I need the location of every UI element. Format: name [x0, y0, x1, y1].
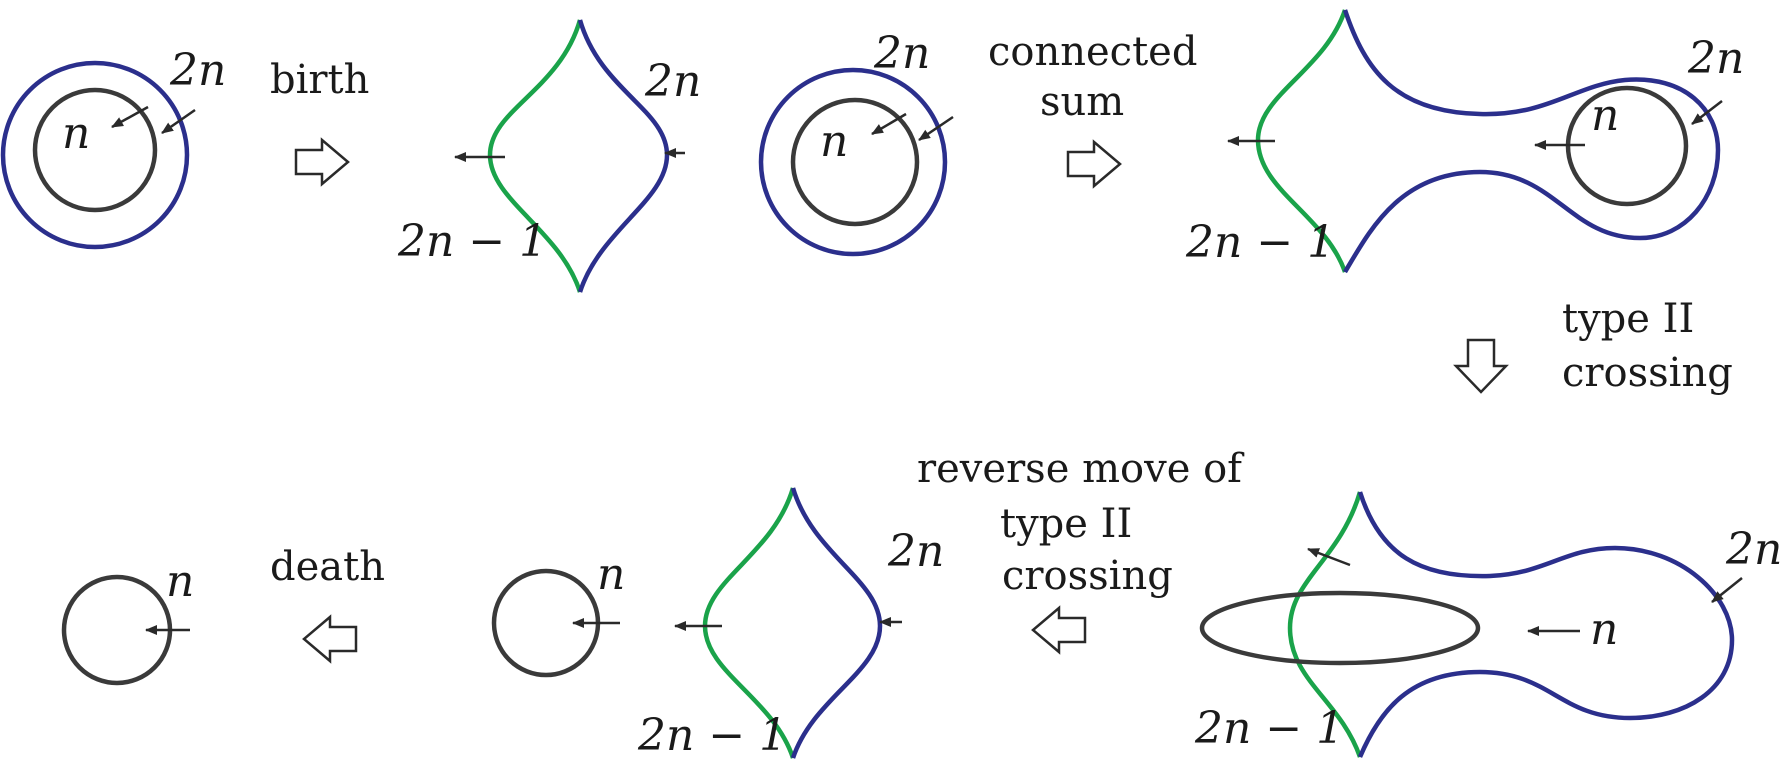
- curve-2n-minus-1: [487, 19, 583, 293]
- step-birth-label: birth: [270, 57, 369, 103]
- hollow-arrow-left-icon: [1031, 605, 1087, 655]
- orientation-arrow-icon: [871, 112, 907, 136]
- panel-final-circle: n: [61, 556, 194, 686]
- flat-ellipse-n: [1199, 590, 1481, 666]
- hollow-arrow-left-icon: [302, 614, 358, 664]
- label-n: n: [166, 556, 194, 607]
- label-2n: 2n: [644, 56, 701, 107]
- label-2n: 2n: [1725, 524, 1782, 575]
- outer-circle-2n: [758, 67, 948, 257]
- step-type-ii-label-1: type II: [1562, 296, 1694, 342]
- orientation-arrow-icon: [1691, 100, 1723, 125]
- inner-circle-n: [790, 97, 920, 227]
- step-death: death: [270, 544, 385, 664]
- label-2n-minus-1: 2n − 1: [1185, 217, 1335, 268]
- step-reverse-label-2: type II: [1000, 501, 1132, 547]
- step-birth: birth: [270, 57, 369, 187]
- step-reverse-type-ii: reverse move of type II crossing: [917, 446, 1245, 655]
- hollow-arrow-right-icon: [294, 137, 350, 187]
- label-2n: 2n: [887, 526, 944, 577]
- inner-circle-n: [32, 87, 158, 213]
- orientation-arrow-icon: [161, 108, 196, 135]
- step-connected-label-1: connected: [988, 29, 1197, 75]
- label-n: n: [1590, 604, 1618, 655]
- step-connected-label-2: sum: [1040, 79, 1124, 125]
- orientation-arrow-icon: [1307, 547, 1351, 567]
- label-n: n: [597, 549, 625, 600]
- label-2n-minus-1: 2n − 1: [637, 710, 787, 761]
- panel-circle-and-lens: n 2n 2n − 1: [491, 487, 944, 761]
- label-2n: 2n: [1687, 33, 1744, 84]
- outer-circle-2n: [0, 60, 190, 250]
- orientation-arrow-icon: [111, 105, 149, 129]
- curve-2n: [1357, 491, 1735, 758]
- panel-after-type-ii: 2n n 2n − 1: [1194, 491, 1782, 758]
- step-connected-sum: connected sum: [988, 29, 1197, 189]
- hollow-arrow-down-icon: [1453, 338, 1509, 394]
- panel-initial-circles: 2n n: [0, 45, 226, 250]
- step-death-label: death: [270, 544, 385, 590]
- hollow-arrow-right-icon: [1066, 139, 1122, 189]
- label-n: n: [62, 108, 90, 159]
- label-n: n: [820, 116, 848, 167]
- step-type-ii-label-2: crossing: [1562, 350, 1733, 396]
- inner-circle-n: [1565, 85, 1689, 207]
- label-n: n: [1591, 90, 1619, 141]
- orientation-arrow-icon: [1711, 577, 1743, 603]
- label-2n-minus-1: 2n − 1: [397, 216, 547, 267]
- step-type-ii-crossing: type II crossing: [1453, 296, 1733, 396]
- panel-connected-sum: 2n n 2n − 1: [1185, 9, 1744, 274]
- orientation-arrow-icon: [918, 115, 954, 142]
- label-2n: 2n: [873, 28, 930, 79]
- step-reverse-label-3: crossing: [1002, 553, 1173, 599]
- panel-birth-lens: 2n 2n − 1: [397, 19, 701, 293]
- label-2n-minus-1: 2n − 1: [1194, 703, 1344, 754]
- label-2n: 2n: [169, 45, 226, 96]
- panel-circles-before-sum: 2n n: [758, 28, 954, 257]
- curve-2n: [790, 487, 883, 759]
- curve-2n: [1342, 9, 1721, 274]
- step-reverse-label-1: reverse move of: [917, 446, 1245, 492]
- curve-2n-minus-1: [1287, 491, 1363, 758]
